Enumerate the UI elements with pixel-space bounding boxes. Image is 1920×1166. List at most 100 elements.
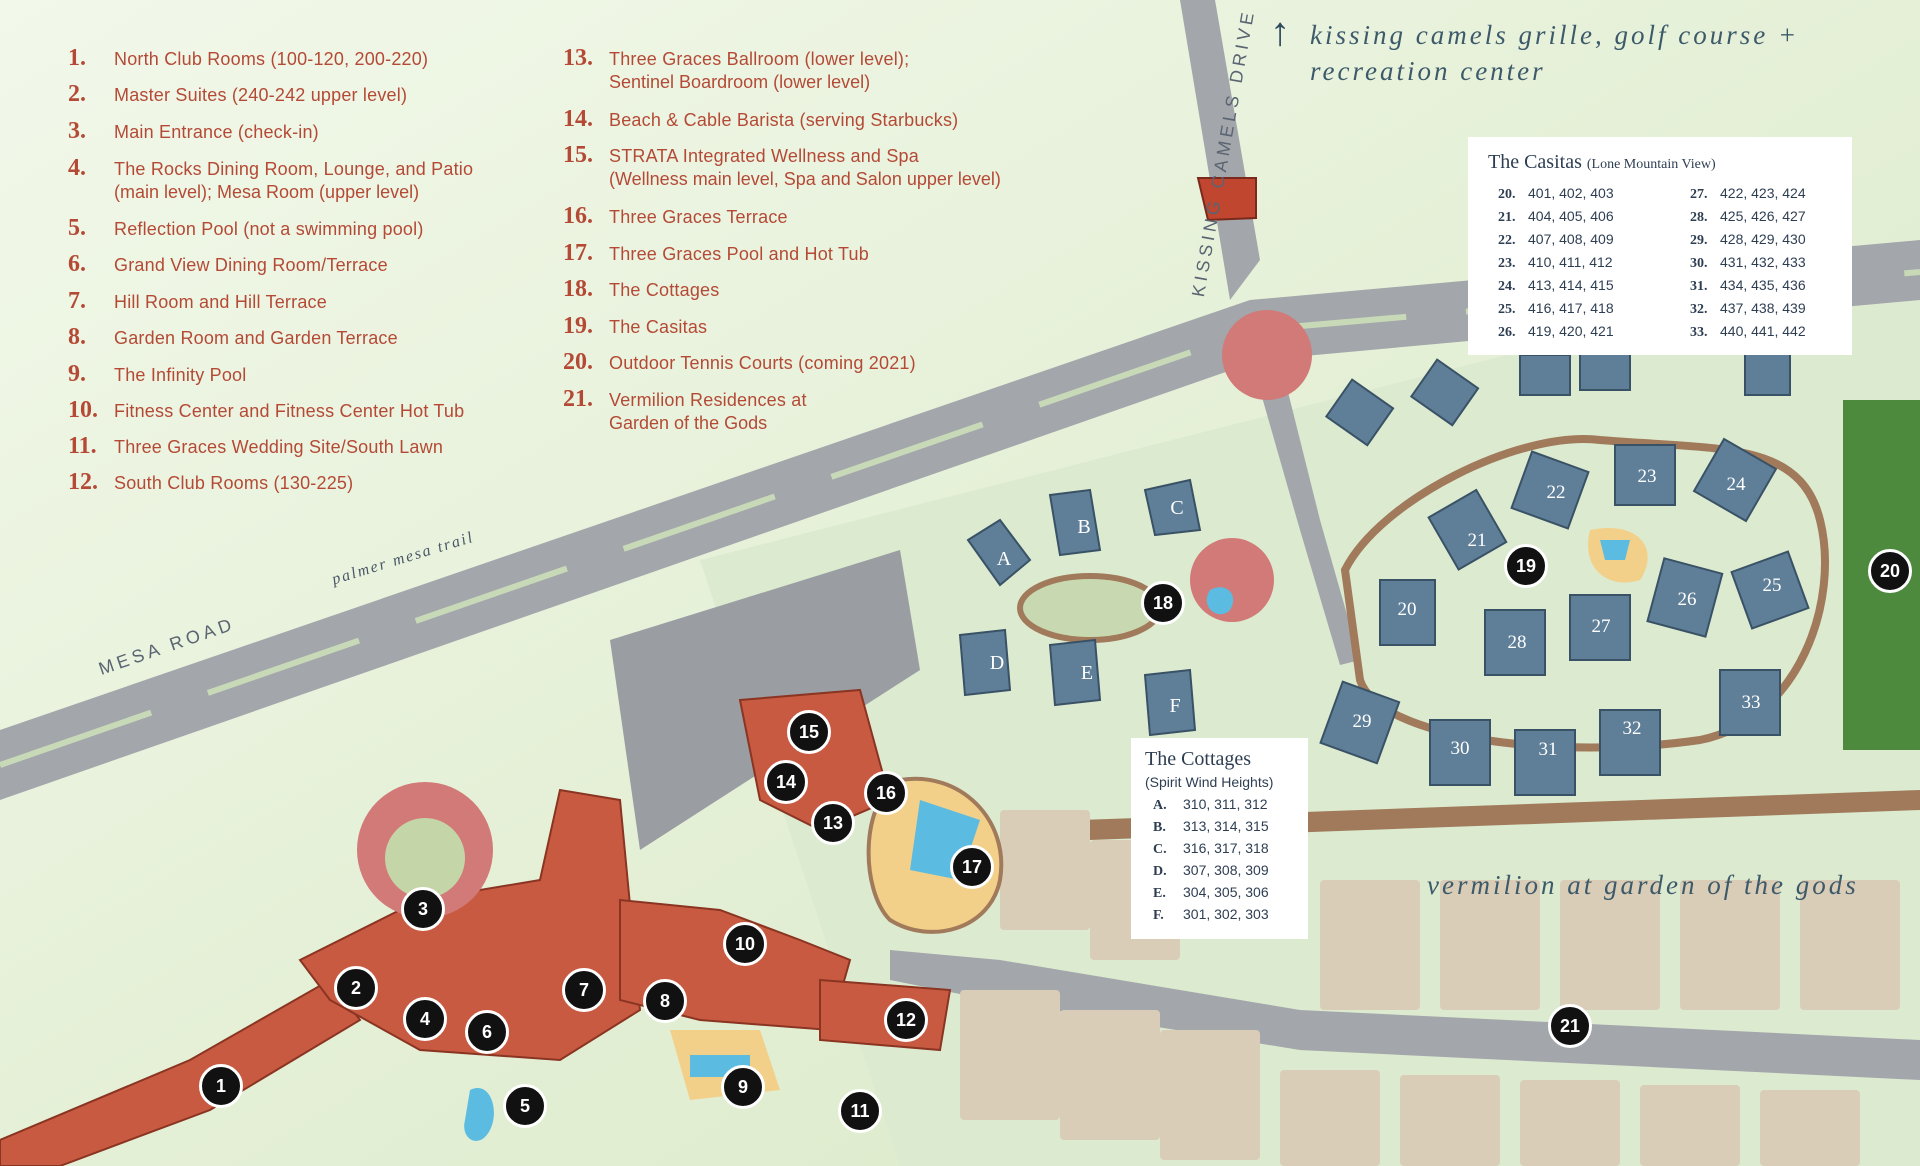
- marker-9[interactable]: 9: [721, 1065, 765, 1109]
- casita-label-32: 32: [1622, 718, 1642, 739]
- legend-row-19: 19.The Casitas: [563, 313, 708, 339]
- kissing-camels-drive: [1180, 0, 1260, 300]
- legend-row-9: 9.The Infinity Pool: [68, 361, 247, 387]
- gatehouse: [1196, 177, 1257, 222]
- legend-row-14: 14.Beach & Cable Barista (serving Starbu…: [563, 106, 959, 132]
- casita-buildings: [1319, 349, 1810, 796]
- legend-row-10: 10.Fitness Center and Fitness Center Hot…: [68, 397, 465, 423]
- north-arrow-icon: ↑: [1270, 9, 1293, 54]
- cottage-label-c: C: [1170, 497, 1184, 519]
- legend-row-15: 15.STRATA Integrated Wellness and Spa(We…: [563, 142, 1001, 189]
- legend-row-16: 16.Three Graces Terrace: [563, 203, 788, 229]
- marker-5[interactable]: 5: [503, 1084, 547, 1128]
- casitas-entry: 28.425, 426, 427: [1690, 208, 1806, 225]
- cottages-box: The Cottages (Spirit Wind Heights) A.310…: [1131, 738, 1308, 939]
- marker-8[interactable]: 8: [643, 979, 687, 1023]
- casita-label-26: 26: [1677, 589, 1697, 610]
- marker-10[interactable]: 10: [723, 922, 767, 966]
- casitas-entry: 26.419, 420, 421: [1498, 323, 1614, 340]
- cottages-entry: E.304, 305, 306: [1153, 884, 1269, 901]
- cottages-entry: D.307, 308, 309: [1153, 862, 1269, 879]
- casitas-entry: 29.428, 429, 430: [1690, 231, 1806, 248]
- cottage-label-b: B: [1077, 516, 1091, 538]
- casitas-entry: 24.413, 414, 415: [1498, 277, 1614, 294]
- legend-row-6: 6.Grand View Dining Room/Terrace: [68, 251, 388, 277]
- casitas-entry: 25.416, 417, 418: [1498, 300, 1614, 317]
- marker-2[interactable]: 2: [334, 966, 378, 1010]
- legend-row-11: 11.Three Graces Wedding Site/South Lawn: [68, 433, 444, 459]
- marker-11[interactable]: 11: [838, 1089, 882, 1133]
- casitas-box-title: The Casitas (Lone Mountain View): [1488, 151, 1716, 173]
- marker-12[interactable]: 12: [884, 998, 928, 1042]
- casitas-entry: 30.431, 432, 433: [1690, 254, 1806, 271]
- marker-13[interactable]: 13: [811, 801, 855, 845]
- marker-7[interactable]: 7: [562, 968, 606, 1012]
- cottage-buildings: [958, 478, 1202, 737]
- marker-3[interactable]: 3: [401, 887, 445, 931]
- casita-label-22: 22: [1546, 482, 1566, 503]
- cottages-box-subtitle: (Spirit Wind Heights): [1145, 774, 1274, 790]
- casita-label-31: 31: [1538, 739, 1558, 760]
- marker-14[interactable]: 14: [764, 760, 808, 804]
- legend-row-3: 3.Main Entrance (check-in): [68, 118, 319, 144]
- casita-label-20: 20: [1397, 599, 1417, 620]
- legend-row-17: 17.Three Graces Pool and Hot Tub: [563, 240, 869, 266]
- cottages-box-title: The Cottages: [1145, 748, 1252, 770]
- roundabout: [1222, 310, 1312, 400]
- legend-row-7: 7.Hill Room and Hill Terrace: [68, 288, 327, 314]
- cottage-pond: [1206, 587, 1234, 615]
- cottage-label-d: D: [989, 652, 1005, 674]
- cottages-garden: [1017, 573, 1163, 643]
- casitas-entry: 22.407, 408, 409: [1498, 231, 1614, 248]
- marker-6[interactable]: 6: [465, 1010, 509, 1054]
- legend-row-1: 1.North Club Rooms (100-120, 200-220): [68, 45, 429, 71]
- casita-label-28: 28: [1507, 632, 1527, 653]
- marker-16[interactable]: 16: [864, 771, 908, 815]
- casitas-entry: 23.410, 411, 412: [1498, 254, 1613, 271]
- marker-15[interactable]: 15: [787, 710, 831, 754]
- casitas-box: The Casitas (Lone Mountain View) 20.401,…: [1468, 137, 1852, 355]
- cottage-label-f: F: [1169, 695, 1181, 717]
- casitas-entry: 33.440, 441, 442: [1690, 323, 1806, 340]
- legend-row-8: 8.Garden Room and Garden Terrace: [68, 324, 398, 350]
- casitas-entry: 20.401, 402, 403: [1498, 185, 1614, 202]
- casita-pool: [1600, 540, 1630, 560]
- marker-18[interactable]: 18: [1141, 581, 1185, 625]
- entrance-lawn: [385, 818, 465, 898]
- cottages-entry: C.316, 317, 318: [1153, 840, 1269, 857]
- casita-label-30: 30: [1450, 738, 1470, 759]
- casita-label-25: 25: [1762, 575, 1782, 596]
- marker-21[interactable]: 21: [1548, 1004, 1592, 1048]
- legend-row-20: 20.Outdoor Tennis Courts (coming 2021): [563, 349, 916, 375]
- cottages-entry: F.301, 302, 303: [1153, 906, 1269, 923]
- casitas-entry: 31.434, 435, 436: [1690, 277, 1806, 294]
- north-note-line2: recreation center: [1310, 56, 1546, 86]
- cottage-label-e: E: [1080, 662, 1094, 684]
- main-lodge: [0, 688, 952, 1166]
- casita-label-33: 33: [1741, 692, 1761, 713]
- marker-4[interactable]: 4: [403, 997, 447, 1041]
- marker-1[interactable]: 1: [199, 1064, 243, 1108]
- casitas-entry: 21.404, 405, 406: [1498, 208, 1614, 225]
- lower-road: [890, 950, 1920, 1080]
- legend-row-2: 2.Master Suites (240-242 upper level): [68, 81, 408, 107]
- cottages-entry: B.313, 314, 315: [1153, 818, 1269, 835]
- legend-row-4: 4.The Rocks Dining Room, Lounge, and Pat…: [68, 155, 474, 202]
- casita-label-27: 27: [1591, 616, 1611, 637]
- casita-label-21: 21: [1467, 530, 1487, 551]
- cottages-entry: A.310, 311, 312: [1153, 796, 1268, 813]
- marker-19[interactable]: 19: [1504, 544, 1548, 588]
- marker-20[interactable]: 20: [1868, 549, 1912, 593]
- marker-17[interactable]: 17: [950, 845, 994, 889]
- north-note-line1: kissing camels grille, golf course +: [1310, 20, 1800, 50]
- cottage-label-a: A: [996, 548, 1012, 570]
- cottages-court: [1190, 538, 1274, 622]
- legend-row-18: 18.The Cottages: [563, 276, 720, 302]
- casitas-entry: 32.437, 438, 439: [1690, 300, 1806, 317]
- casita-label-29: 29: [1352, 711, 1372, 732]
- reflection-pool: [464, 1088, 494, 1141]
- legend-row-12: 12.South Club Rooms (130-225): [68, 469, 354, 495]
- legend-row-5: 5.Reflection Pool (not a swimming pool): [68, 215, 424, 241]
